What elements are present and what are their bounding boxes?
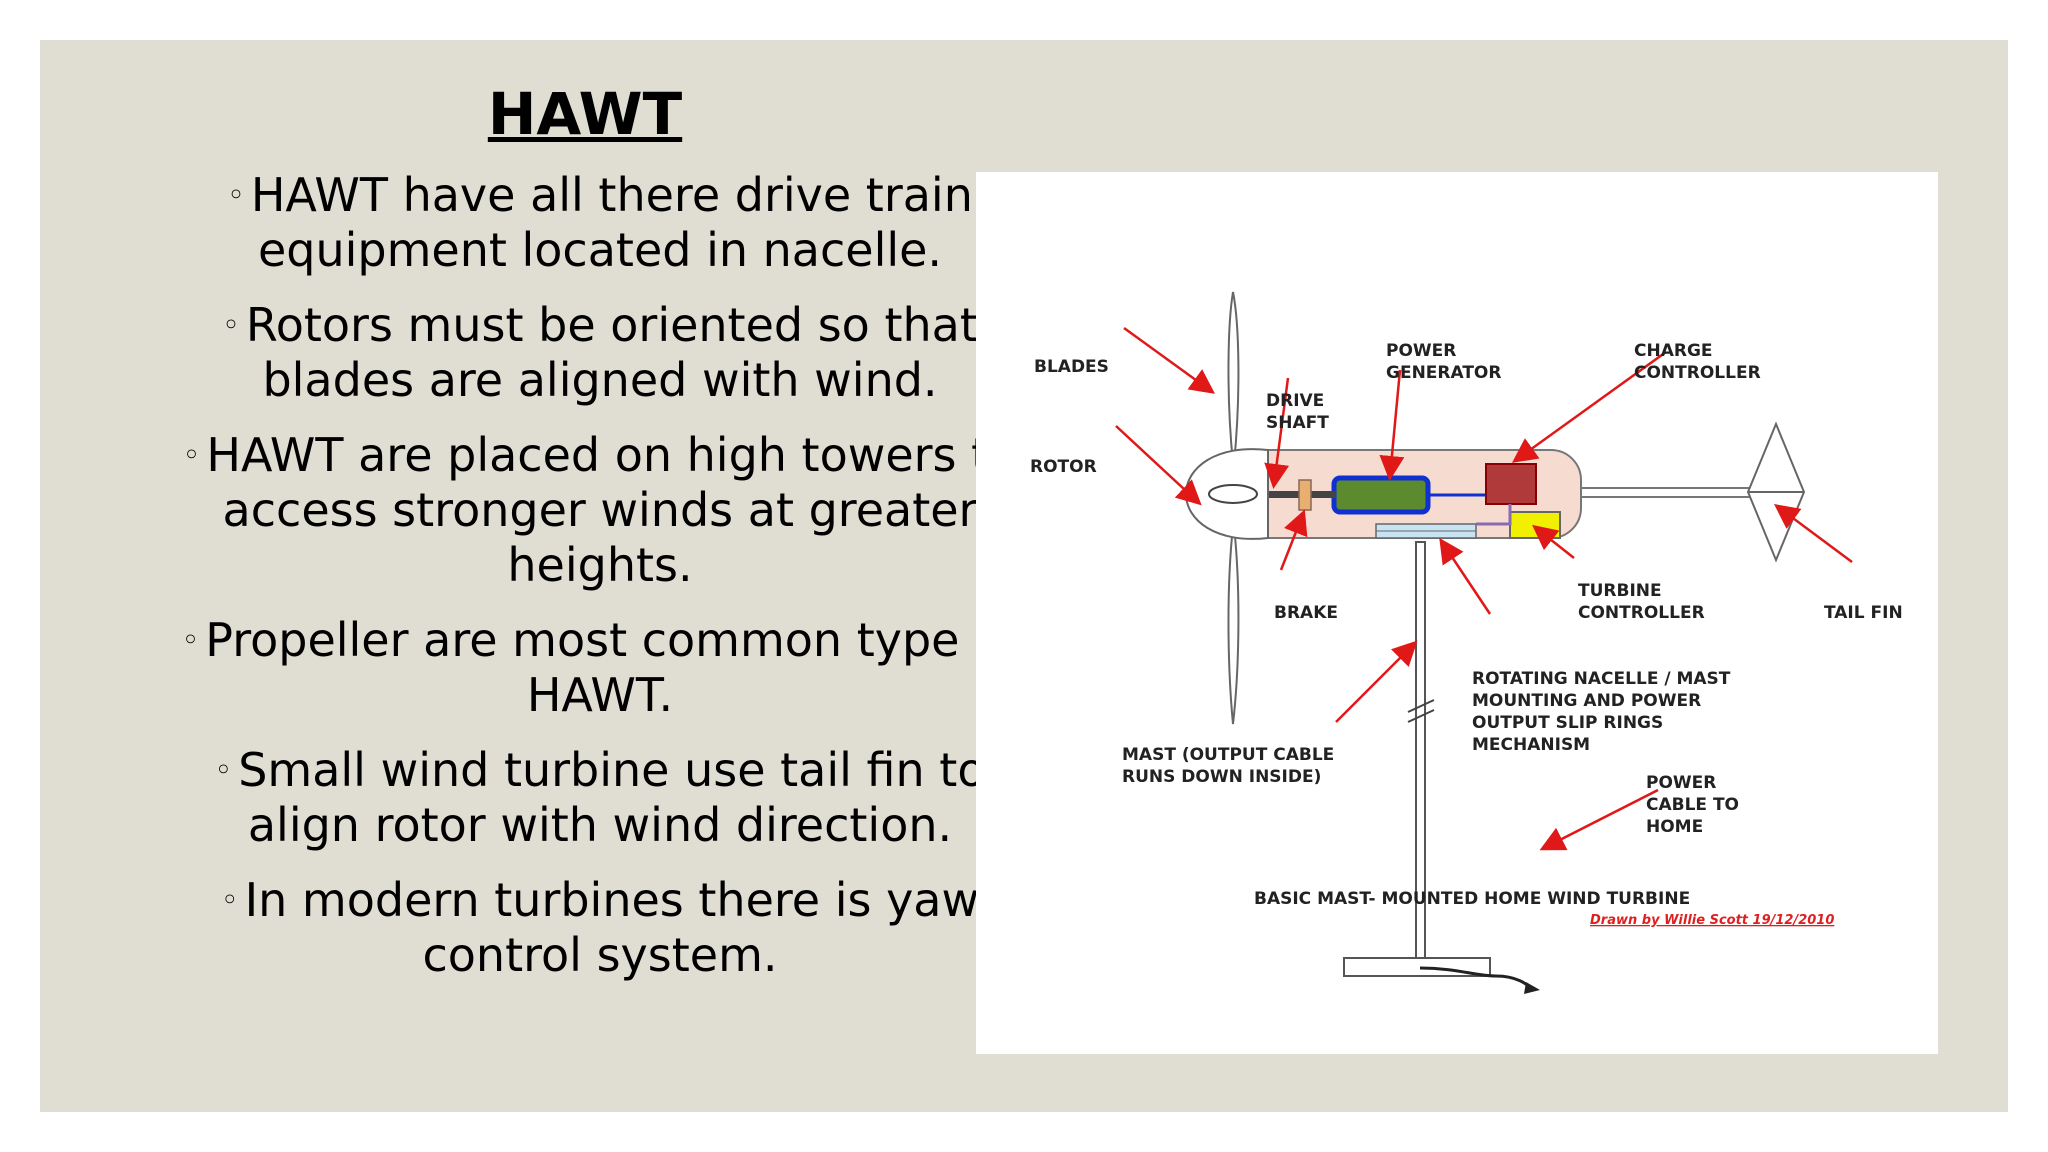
bullet-text: Small wind turbine use tail fin to align… (238, 743, 986, 852)
upper-blade (1227, 291, 1240, 465)
bullet-text: Propeller are most common type of HAWT. (205, 613, 1019, 722)
label-power-generator: GENERATOR (1386, 363, 1501, 383)
bullet-marker-icon: ◦ (222, 308, 240, 343)
bullet-text: HAWT have all there drive train equipmen… (250, 168, 973, 277)
label-slip-rings: MECHANISM (1472, 735, 1590, 755)
power-generator (1331, 475, 1431, 515)
bullet-text: HAWT are placed on high towers to access… (206, 428, 1018, 592)
diagram-credit: Drawn by Willie Scott 19/12/2010 (1590, 913, 1834, 928)
bullet-marker-icon: ◦ (227, 178, 245, 213)
turbine-controller (1509, 511, 1561, 539)
generator-arrow (1379, 369, 1405, 481)
tail-boom (1571, 487, 1755, 498)
label-mast: RUNS DOWN INSIDE) (1122, 767, 1321, 787)
label-turbine-controller: CONTROLLER (1578, 603, 1705, 623)
tail-fin-shape (1746, 421, 1806, 563)
bullet-item: ◦In modern turbines there is yaw control… (170, 873, 1030, 983)
bullet-text: Rotors must be oriented so that blades a… (245, 298, 978, 407)
label-brake: BRAKE (1274, 603, 1338, 623)
charge-controller (1485, 463, 1537, 505)
power-cable-tip (1524, 982, 1540, 994)
bullet-marker-icon: ◦ (214, 753, 233, 788)
brake-arrow (1279, 509, 1308, 571)
label-power-cable: HOME (1646, 817, 1703, 837)
label-turbine-controller: TURBINE (1578, 581, 1662, 601)
slide: HAWT ◦HAWT have all there drive train eq… (40, 40, 2008, 1112)
wind-turbine-diagram: BLADES ROTOR DRIVE SHAFT POWER GENERATOR… (976, 172, 1938, 1054)
turbine-diagram-svg: BLADES ROTOR DRIVE SHAFT POWER GENERATOR… (1030, 291, 1903, 994)
label-mast: MAST (OUTPUT CABLE (1122, 745, 1334, 765)
label-slip-rings: ROTATING NACELLE / MAST (1472, 669, 1731, 689)
slip-rings-arrow (1439, 537, 1492, 615)
label-drive-shaft: DRIVE (1266, 391, 1324, 411)
label-tail-fin: TAIL FIN (1824, 603, 1903, 623)
bullet-list: ◦HAWT have all there drive train equipme… (170, 168, 1030, 1003)
label-charge-controller: CONTROLLER (1634, 363, 1761, 383)
mast-arrow (1335, 640, 1418, 723)
bullet-item: ◦HAWT have all there drive train equipme… (170, 168, 1030, 278)
blades-arrow (1123, 326, 1216, 394)
label-power-cable: POWER (1646, 773, 1716, 793)
diagram-caption: BASIC MAST- MOUNTED HOME WIND TURBINE (1254, 889, 1690, 909)
label-blades: BLADES (1034, 357, 1109, 377)
slide-title: HAWT (487, 80, 683, 148)
rotor-spinner (1208, 484, 1258, 504)
turbine-controller-arrow (1532, 524, 1575, 559)
label-slip-rings: OUTPUT SLIP RINGS (1472, 713, 1663, 733)
charge-controller-arrow (1511, 350, 1667, 463)
tail-fin-arrow (1773, 504, 1853, 564)
brake-disc (1298, 479, 1312, 511)
bullet-item: ◦Rotors must be oriented so that blades … (170, 298, 1030, 408)
label-power-generator: POWER (1386, 341, 1456, 361)
label-rotor: ROTOR (1030, 457, 1097, 477)
bullet-marker-icon: ◦ (182, 438, 201, 473)
power-cable-arrow (1539, 788, 1659, 851)
rotor-arrow (1115, 425, 1202, 506)
mast-break-mark (1407, 709, 1435, 723)
label-charge-controller: CHARGE (1634, 341, 1713, 361)
bullet-text: In modern turbines there is yaw control … (244, 873, 980, 982)
lower-blade (1227, 525, 1240, 725)
bullet-marker-icon: ◦ (220, 883, 239, 918)
bullet-item: ◦Propeller are most common type of HAWT. (170, 613, 1030, 723)
mast-break-mark (1407, 699, 1435, 713)
bullet-item: ◦HAWT are placed on high towers to acces… (170, 428, 1030, 593)
label-slip-rings: MOUNTING AND POWER (1472, 691, 1701, 711)
bullet-item: ◦Small wind turbine use tail fin to alig… (170, 743, 1030, 853)
bullet-marker-icon: ◦ (181, 623, 200, 658)
label-drive-shaft: SHAFT (1266, 413, 1329, 433)
drive-shaft-arrow (1264, 377, 1290, 489)
label-power-cable: CABLE TO (1646, 795, 1739, 815)
